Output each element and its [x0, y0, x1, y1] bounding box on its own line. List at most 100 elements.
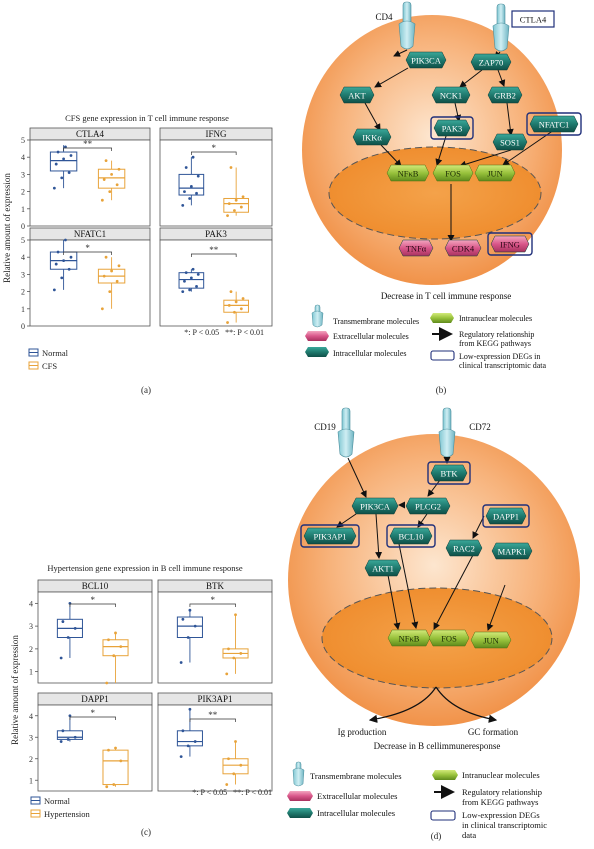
data-point	[191, 267, 195, 271]
significance-label: **	[209, 245, 219, 255]
data-point	[239, 652, 243, 655]
plot-area	[37, 704, 153, 792]
data-point	[119, 645, 123, 648]
data-point	[234, 613, 237, 617]
y-tick-label: 5	[21, 236, 25, 245]
legend-reg-label-2: from KEGG pathways	[459, 339, 531, 348]
plot-area	[29, 139, 151, 227]
y-tick-label: 1	[21, 205, 25, 214]
receptor-cd4: CD4	[375, 1, 416, 50]
outcome-branch	[435, 686, 498, 723]
box-cfs	[97, 159, 126, 202]
panel-c: Hypertension gene expression in B cell i…	[10, 563, 273, 837]
data-point	[60, 276, 64, 280]
node-label: IFNG	[500, 239, 520, 249]
significance-bracket	[63, 251, 112, 255]
data-point	[56, 250, 60, 254]
low-expression-frame	[430, 116, 474, 140]
low-expression-frame	[482, 504, 530, 528]
legend-normal: Normal	[28, 348, 69, 358]
facet-title: PIK3AP1	[197, 694, 232, 704]
facet-btk: BTK*	[157, 579, 273, 684]
legend-intra-label: Intracellular molecules	[333, 349, 407, 358]
node-label: FOS	[445, 168, 461, 178]
receptor-ctla4: CTLA4	[492, 3, 555, 52]
data-point	[233, 310, 236, 314]
significance-bracket	[189, 718, 236, 722]
data-point	[241, 297, 245, 300]
data-point	[117, 264, 121, 268]
legend-intra-label: Intracellular molecules	[317, 808, 395, 818]
data-point	[73, 735, 77, 739]
box-body	[222, 758, 249, 775]
facet-title: DAPP1	[81, 694, 109, 704]
low-expression-frame	[386, 524, 436, 548]
data-point	[73, 627, 77, 630]
node-shape	[386, 164, 430, 182]
data-point	[69, 154, 73, 157]
legend-regulatory: Regulatory relationship from KEGG pathwa…	[434, 785, 542, 807]
data-point	[229, 290, 233, 293]
significance-bracket	[63, 147, 112, 151]
box-hypertension	[222, 740, 249, 786]
chart-title: Hypertension gene expression in B cell i…	[47, 563, 242, 573]
facet-title: CTLA4	[76, 129, 104, 139]
panel-caption: (a)	[141, 385, 151, 395]
node-shape	[487, 86, 523, 104]
node-label: MAPK1	[498, 546, 527, 556]
significance-bracket	[191, 151, 237, 155]
significance-label: *	[212, 143, 217, 153]
node-akt1: AKT1	[364, 559, 402, 577]
data-point	[193, 740, 197, 743]
box-body	[56, 730, 83, 740]
y-tick-label: 0	[21, 322, 25, 331]
legend-reg-label-2: from KEGG pathways	[462, 797, 538, 807]
data-point	[104, 255, 108, 259]
data-point	[67, 171, 71, 175]
data-point	[188, 288, 192, 292]
panel-a: CFS gene expression in T cell immune res…	[2, 113, 273, 395]
data-point	[107, 748, 110, 752]
box-cfs	[223, 166, 249, 218]
data-point	[195, 191, 198, 195]
facet-title: PAK3	[205, 229, 227, 239]
legend-low-label-2: in clinical transcriptomic	[462, 820, 547, 830]
data-point	[105, 681, 109, 685]
data-point	[195, 285, 198, 288]
node-label: JUN	[487, 168, 503, 178]
legend-normal: Normal	[30, 796, 71, 806]
data-point	[115, 183, 119, 187]
data-point	[105, 785, 109, 789]
receptor-label-cd72: CD72	[469, 422, 491, 432]
data-point	[179, 755, 183, 758]
node-label: PIK3CA	[411, 55, 442, 65]
data-point	[227, 202, 231, 206]
legend-extra-label: Extracellular molecules	[333, 332, 409, 341]
receptor-label-ctla4: CTLA4	[520, 15, 547, 25]
legend-hypertension: Hypertension	[30, 809, 91, 819]
data-point	[107, 638, 110, 642]
legend-reg-label-1: Regulatory relationship	[462, 787, 542, 797]
legend-extracellular: Extracellular molecules	[287, 791, 397, 801]
data-point	[102, 274, 106, 278]
data-point	[234, 300, 238, 304]
node-shape	[470, 53, 512, 71]
node-nfatc1: NFATC1	[526, 112, 582, 136]
node-cdk4: CDK4	[444, 239, 482, 257]
node-label: TNFα	[406, 243, 427, 253]
data-point	[110, 173, 113, 176]
node-shape	[470, 631, 512, 649]
node-label: NCK1	[440, 90, 462, 100]
node-plcg2: PLCG2	[405, 497, 451, 515]
legend-extracellular: Extracellular molecules	[305, 331, 409, 341]
data-point	[229, 166, 233, 169]
data-point	[239, 205, 243, 209]
node-akt: AKT	[339, 86, 375, 104]
plot-area	[29, 239, 151, 327]
node-shape	[491, 542, 533, 560]
significance-label: *	[85, 243, 90, 253]
facet-title: NFATC1	[74, 229, 106, 239]
y-tick-label: 2	[29, 755, 33, 764]
